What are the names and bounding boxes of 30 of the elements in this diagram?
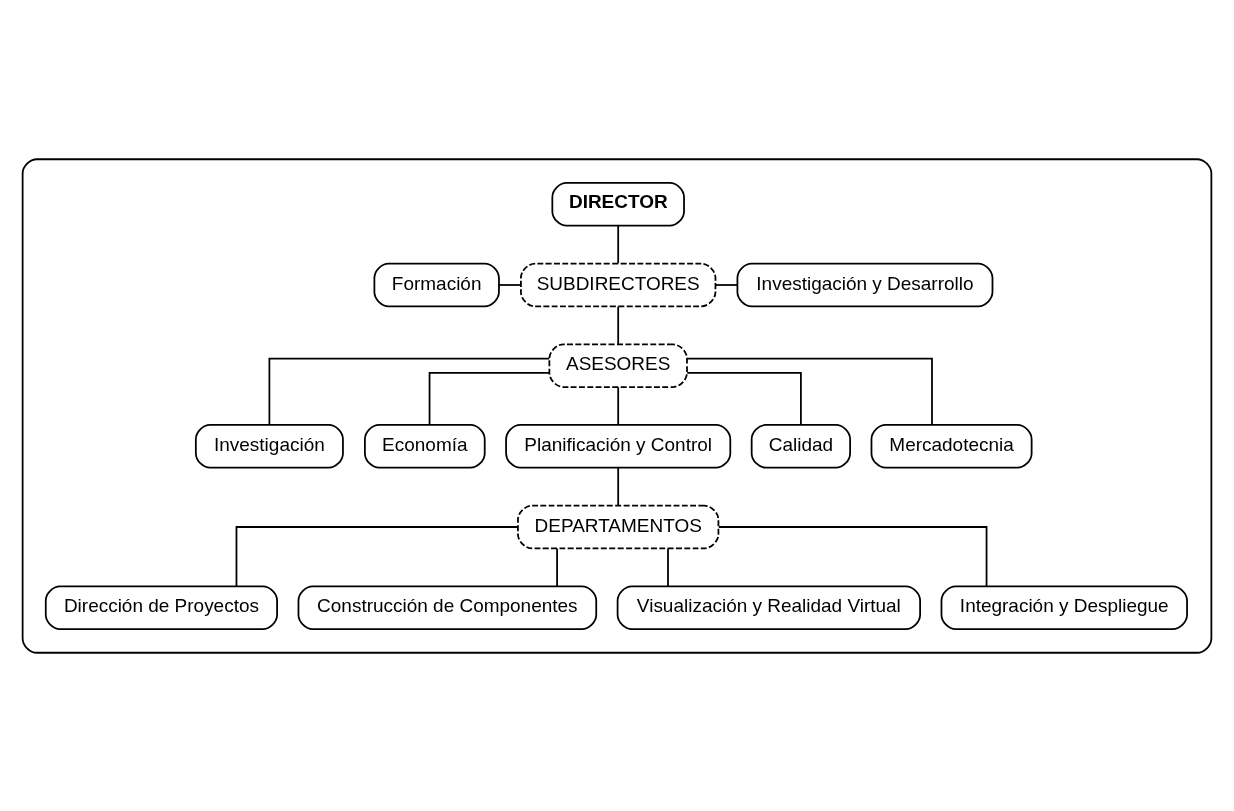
node-box: Investigación y Desarrollo — [736, 262, 994, 307]
connector — [428, 371, 550, 426]
node-box: Integración y Despliegue — [940, 584, 1188, 630]
cluster — [21, 157, 1213, 654]
node-box: ASESORES — [548, 342, 688, 388]
node-box: Formación — [373, 262, 500, 307]
connector — [714, 283, 739, 286]
connector — [617, 305, 620, 345]
connector — [617, 385, 620, 426]
connector — [717, 525, 988, 587]
node-box: Economía — [364, 423, 486, 469]
connector — [498, 283, 522, 286]
connector — [556, 547, 558, 587]
node-box: Calidad — [750, 423, 851, 469]
connector — [617, 224, 620, 264]
node-box: DIRECTOR — [551, 181, 685, 227]
connector — [235, 525, 519, 587]
connector — [667, 547, 669, 587]
node-box: Dirección de Proyectos — [44, 584, 278, 630]
node-box: Planificación y Control — [505, 423, 732, 469]
node-box: Investigación — [194, 423, 344, 469]
node-box: SUBDIRECTORES — [520, 262, 717, 307]
node-box: Visualización y Realidad Virtual — [616, 584, 921, 630]
connector — [617, 466, 620, 506]
node-box: Construcción de Componentes — [297, 584, 598, 630]
node-box: DEPARTAMENTOS — [517, 504, 720, 549]
node-box: Mercadotecnia — [870, 423, 1033, 469]
connector — [268, 357, 551, 426]
connector — [686, 371, 802, 426]
connector — [686, 357, 933, 426]
